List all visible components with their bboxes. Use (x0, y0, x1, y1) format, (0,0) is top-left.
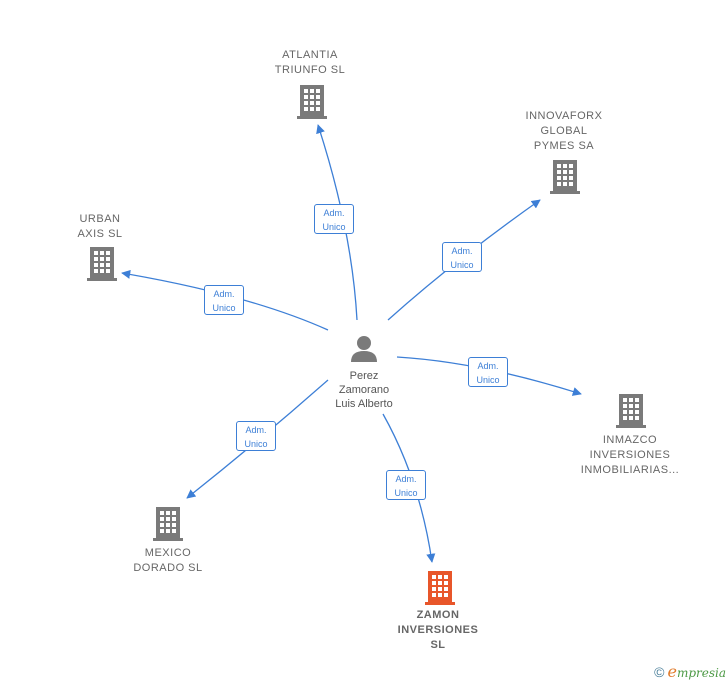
company-label-zamon[interactable]: ZAMON INVERSIONES SL (397, 609, 479, 651)
relation-badge-zamon: Adm. Unico (386, 470, 426, 500)
relation-badge-urban: Adm. Unico (204, 285, 244, 315)
building-icon-mexico[interactable] (153, 507, 183, 541)
company-label-mexico[interactable]: MEXICO DORADO SL (133, 547, 203, 574)
copyright-icon: © (654, 664, 665, 680)
company-label-atlantia[interactable]: ATLANTIA TRIUNFO SL (274, 49, 346, 76)
brand-logo-text: mpresia (676, 666, 726, 680)
person-icon[interactable] (351, 336, 377, 362)
company-label-inmazco[interactable]: INMAZCO INVERSIONES INMOBILIARIAS... (580, 434, 680, 476)
person-label[interactable]: Perez Zamorano Luis Alberto (335, 370, 393, 410)
company-label-innovaforx[interactable]: INNOVAFORX GLOBAL PYMES SA (525, 110, 603, 152)
company-label-urban[interactable]: URBAN AXIS SL (77, 213, 123, 240)
building-icon-atlantia[interactable] (297, 85, 327, 119)
building-icon-urban[interactable] (87, 247, 117, 281)
building-icon-inmazco[interactable] (616, 394, 646, 428)
brand-logo-initial: e (667, 662, 677, 681)
building-icon-innovaforx[interactable] (550, 160, 580, 194)
relation-badge-innovaforx: Adm. Unico (442, 242, 482, 272)
building-icon-zamon[interactable] (425, 571, 455, 605)
footer-brand: ©empresia (654, 662, 726, 681)
relation-badge-mexico: Adm. Unico (236, 421, 276, 451)
relation-badge-atlantia: Adm. Unico (314, 204, 354, 234)
relation-badge-inmazco: Adm. Unico (468, 357, 508, 387)
